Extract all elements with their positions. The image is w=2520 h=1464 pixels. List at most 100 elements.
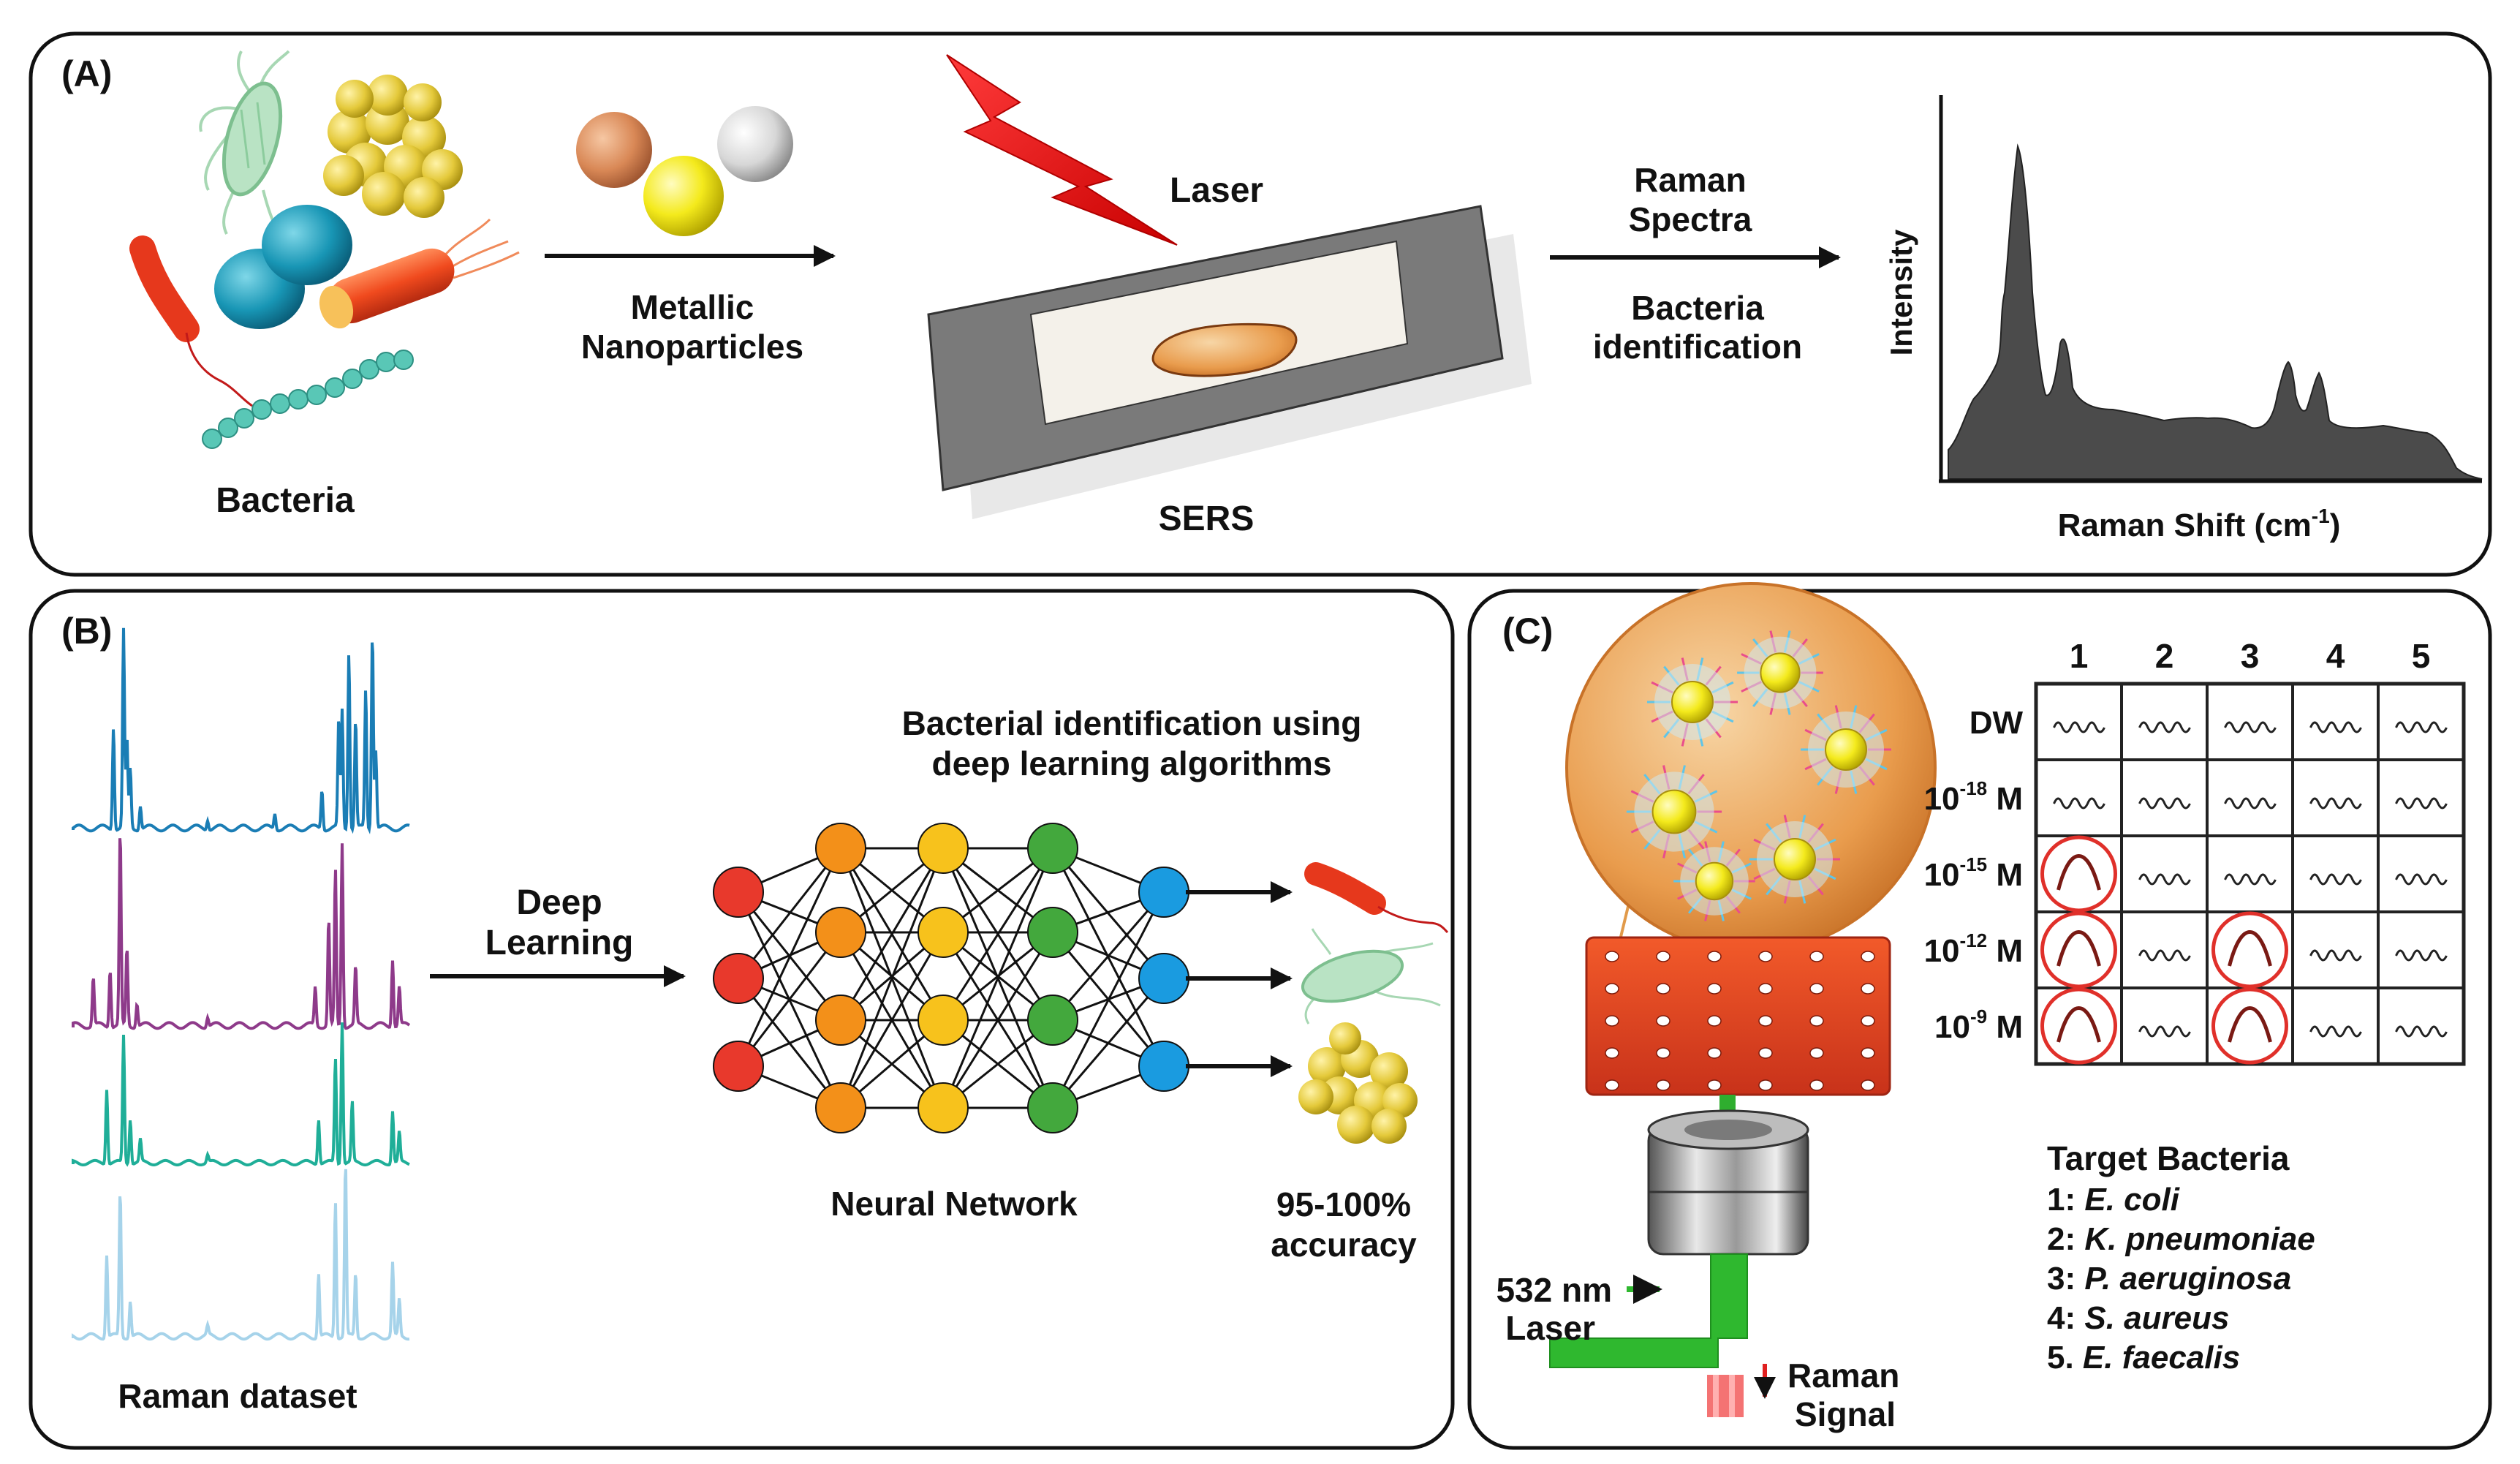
staphylococcus-cluster-icon bbox=[323, 75, 463, 218]
negative-detection-cell bbox=[2309, 873, 2362, 886]
network-node bbox=[1027, 823, 1078, 874]
accuracy-line1: 95-100% bbox=[1276, 1185, 1411, 1223]
network-node bbox=[815, 907, 866, 958]
panel-a-label: (A) bbox=[61, 53, 112, 94]
legend-title: Target Bacteria bbox=[2047, 1139, 2290, 1177]
network-node bbox=[917, 1082, 969, 1133]
network-node bbox=[917, 907, 969, 958]
laser-bolt-icon bbox=[946, 54, 1178, 246]
objective-lens-icon bbox=[1647, 1109, 1809, 1256]
negative-detection-cell bbox=[2309, 949, 2362, 962]
spectrum-y-label: Intensity bbox=[1884, 229, 1918, 355]
sers-substrate bbox=[927, 205, 1532, 519]
negative-detection-cell bbox=[2138, 1025, 2191, 1038]
negative-detection-cell bbox=[2053, 721, 2105, 733]
negative-detection-cell bbox=[2224, 873, 2277, 886]
neural-network-diagram bbox=[713, 823, 1189, 1133]
legend-item: 1: E. coli bbox=[2047, 1182, 2180, 1218]
network-node bbox=[815, 995, 866, 1046]
panel-b: (B) Raman dataset Deep Learning Bacteria… bbox=[29, 589, 1455, 1450]
diplococcus-icon bbox=[214, 205, 352, 329]
negative-detection-cell bbox=[2053, 797, 2105, 810]
network-node bbox=[917, 995, 969, 1046]
raman-spectrum-trace bbox=[72, 838, 411, 1030]
positive-detection-cell bbox=[2211, 987, 2288, 1065]
well-plate bbox=[1585, 936, 1891, 1096]
optical-path bbox=[1549, 1095, 1809, 1417]
output-staphylococcus-icon bbox=[1298, 1022, 1418, 1144]
negative-detection-cell bbox=[2395, 1025, 2448, 1038]
grid-row-label: 10-9 M bbox=[1934, 1005, 2023, 1045]
gold-nanoparticle bbox=[643, 156, 724, 236]
bacteria-identification-line2: identification bbox=[1593, 328, 1802, 366]
grid-column-header: 5 bbox=[2412, 637, 2431, 675]
raman-spectrum-trace bbox=[72, 1169, 410, 1341]
network-node bbox=[713, 1041, 764, 1092]
raman-spectra-line1: Raman bbox=[1634, 161, 1746, 199]
legend-item: 3: P. aeruginosa bbox=[2047, 1261, 2291, 1297]
functionalized-nanoparticles bbox=[1626, 630, 1891, 921]
grid-column-header: 3 bbox=[2241, 637, 2260, 675]
magnified-nanoparticle-view bbox=[1565, 582, 1937, 959]
raman-spectra-line2: Spectra bbox=[1629, 200, 1752, 238]
grid-column-header: 2 bbox=[2155, 637, 2174, 675]
network-node bbox=[815, 823, 866, 874]
streptococcus-chain-icon bbox=[202, 350, 414, 449]
raman-signal-line2: Signal bbox=[1795, 1395, 1896, 1433]
spectrum-x-label: Raman Shift (cm-1) bbox=[2058, 505, 2341, 543]
network-node bbox=[1027, 1082, 1078, 1133]
sers-label: SERS bbox=[1159, 499, 1255, 538]
panel-b-label: (B) bbox=[61, 611, 112, 652]
negative-detection-cell bbox=[2224, 721, 2277, 733]
negative-detection-cell bbox=[2395, 797, 2448, 810]
laser-wavelength-line1: 532 nm bbox=[1496, 1271, 1612, 1309]
panel-c: (C) bbox=[1467, 582, 2492, 1450]
network-node bbox=[917, 823, 969, 874]
gold-nanoparticle-conjugate bbox=[1647, 657, 1738, 747]
negative-detection-cell bbox=[2395, 873, 2448, 886]
negative-detection-cell bbox=[2309, 1025, 2362, 1038]
bacteria-identification-line1: Bacteria bbox=[1631, 289, 1764, 327]
raman-signal-beam bbox=[1707, 1364, 1776, 1417]
raman-spectrum-trace bbox=[72, 627, 410, 834]
network-node bbox=[1138, 867, 1189, 918]
grid-row-label: 10-15 M bbox=[1924, 853, 2023, 893]
positive-detection-cell bbox=[2040, 835, 2117, 913]
nanoparticles-illustration bbox=[576, 106, 793, 236]
silver-nanoparticle bbox=[717, 106, 793, 182]
orange-rod-icon bbox=[319, 218, 520, 329]
negative-detection-cell bbox=[2138, 949, 2191, 962]
dl-title-line2: deep learning algorithms bbox=[932, 744, 1332, 782]
output-red-rod-icon bbox=[1304, 862, 1449, 934]
neural-network-label: Neural Network bbox=[830, 1185, 1078, 1223]
positive-detection-cell bbox=[2211, 911, 2288, 989]
network-node bbox=[713, 867, 764, 918]
gold-nanoparticle-conjugate bbox=[1801, 705, 1891, 794]
raman-spectrum-plot: Intensity Raman Shift (cm-1) bbox=[1884, 95, 2483, 543]
raman-dataset-spectra bbox=[72, 627, 411, 1341]
network-node bbox=[1027, 995, 1078, 1046]
gold-nanoparticle-conjugate bbox=[1749, 815, 1840, 904]
legend-item: 2: K. pneumoniae bbox=[2047, 1221, 2315, 1257]
nanoparticles-label-line1: Metallic bbox=[631, 288, 754, 326]
network-node bbox=[1027, 907, 1078, 958]
raman-spectrum-trace bbox=[72, 1022, 410, 1167]
network-node bbox=[713, 953, 764, 1004]
green-bacillus-icon bbox=[199, 50, 290, 246]
gold-nanoparticle-conjugate bbox=[1626, 765, 1722, 859]
grid-row-label: DW bbox=[1970, 705, 2024, 741]
accuracy-line2: accuracy bbox=[1271, 1226, 1417, 1264]
deep-learning-line1: Deep bbox=[516, 883, 602, 922]
gold-nanoparticle-conjugate bbox=[1673, 841, 1755, 921]
laser-label: Laser bbox=[1170, 171, 1263, 210]
negative-detection-cell bbox=[2395, 949, 2448, 962]
raman-signal-line1: Raman bbox=[1787, 1357, 1899, 1395]
raman-dataset-label: Raman dataset bbox=[118, 1377, 357, 1415]
copper-nanoparticle bbox=[576, 112, 652, 188]
network-node bbox=[815, 1082, 866, 1133]
negative-detection-cell bbox=[2309, 797, 2362, 810]
bacteria-illustration bbox=[129, 50, 520, 449]
gold-nanoparticle-conjugate bbox=[1737, 630, 1823, 715]
